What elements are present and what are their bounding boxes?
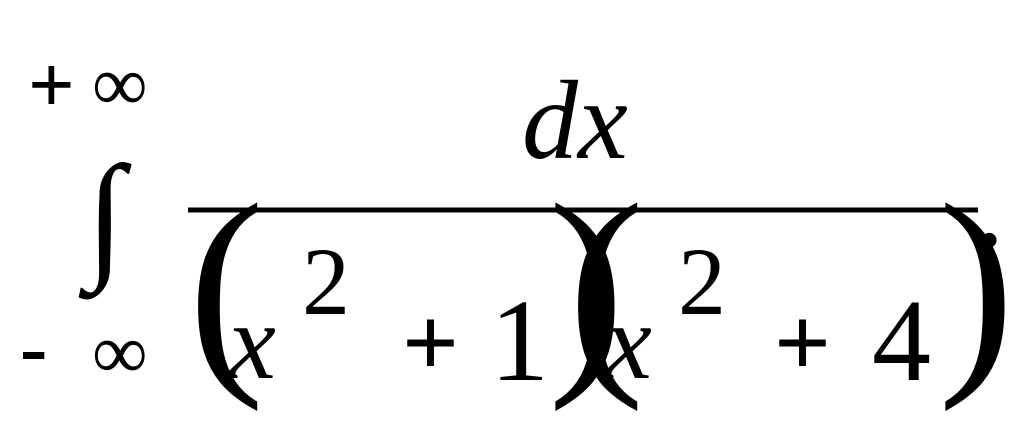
integral-sign: ∫ <box>78 138 132 300</box>
factor1-open-paren: ( <box>188 157 265 412</box>
factor1-operator: + <box>402 287 459 398</box>
lower-limit-infinity: ∞ <box>92 308 148 395</box>
upper-limit-infinity: ∞ <box>92 40 148 127</box>
lower-limit-sign: - <box>20 302 47 393</box>
factor2-close-paren: ) <box>938 157 1015 412</box>
factor1-exponent: 2 <box>302 228 350 335</box>
factor2-operator: + <box>774 287 831 398</box>
factor2-variable: x <box>602 283 652 402</box>
factor1-variable: x <box>226 283 276 402</box>
factor2-constant: 4 <box>872 275 931 406</box>
trailing-period: . <box>978 167 1001 266</box>
integral-lower-limit: - ∞ <box>20 302 148 395</box>
numerator: dx <box>522 59 628 183</box>
upper-limit-sign: + <box>28 39 75 130</box>
factor1-constant: 1 <box>490 275 549 406</box>
integral-upper-limit: + ∞ <box>28 39 148 130</box>
factor1-close-paren: ) <box>548 157 625 412</box>
denominator-factor-2: ( x 2 + 4 ) <box>568 157 1015 412</box>
factor2-exponent: 2 <box>678 228 726 335</box>
factor2-open-paren: ( <box>568 157 645 412</box>
denominator-factor-1: ( x 2 + 1 ) <box>188 157 625 412</box>
